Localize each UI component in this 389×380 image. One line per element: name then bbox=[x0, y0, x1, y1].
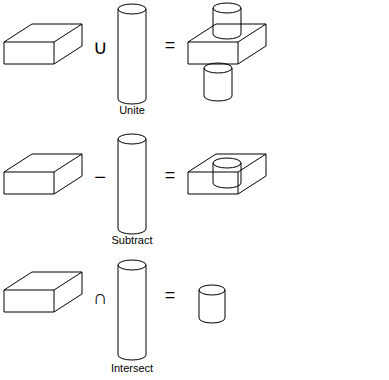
equals-sign: = bbox=[165, 286, 176, 306]
operator-symbol: ∩ bbox=[93, 286, 107, 308]
box-solid bbox=[4, 272, 82, 312]
box-solid bbox=[4, 24, 82, 64]
union-result bbox=[188, 3, 266, 101]
equals-sign: = bbox=[165, 36, 176, 56]
intersect-result bbox=[199, 285, 225, 323]
cylinder-solid bbox=[118, 4, 146, 104]
operation-label: Subtract bbox=[112, 234, 153, 246]
subtract-result bbox=[188, 154, 266, 194]
operator-symbol: − bbox=[94, 166, 106, 188]
operator-symbol: ∪ bbox=[93, 36, 108, 58]
cylinder-solid bbox=[118, 260, 146, 360]
operation-label: Intersect bbox=[111, 362, 153, 374]
equals-sign: = bbox=[165, 166, 176, 186]
box-solid bbox=[4, 154, 82, 194]
cylinder-solid bbox=[118, 134, 146, 234]
operation-label: Unite bbox=[119, 104, 145, 116]
